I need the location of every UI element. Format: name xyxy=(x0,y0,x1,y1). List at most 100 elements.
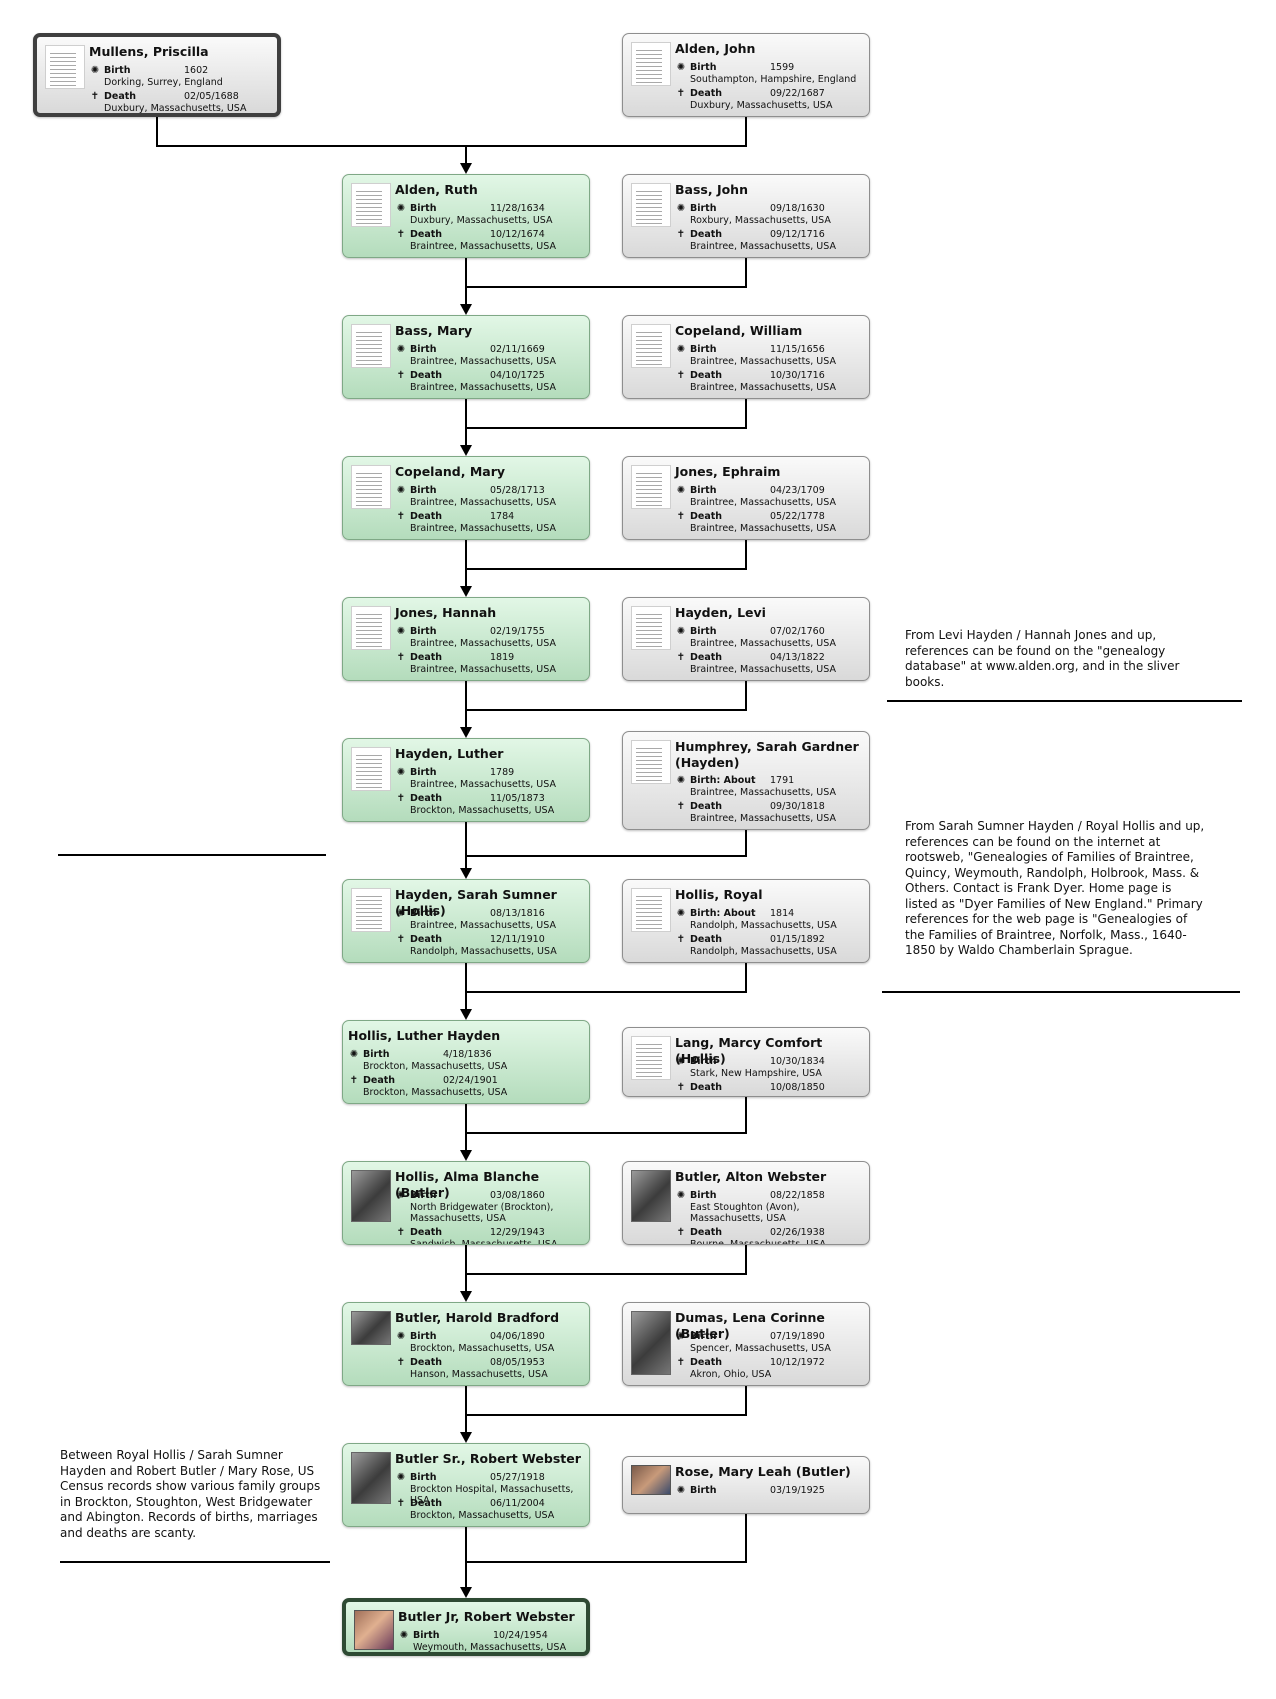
event-date: 04/23/1709 xyxy=(770,485,825,496)
birth-icon: ✺ xyxy=(399,1630,409,1641)
event-label: Death xyxy=(410,1357,443,1368)
event-date: 10/08/1850 xyxy=(770,1082,825,1093)
birth-icon: ✺ xyxy=(676,344,686,355)
document-thumbnail-icon xyxy=(351,465,391,509)
event-place: Brockton Hospital, Massachusetts, USA xyxy=(410,1484,574,1506)
event-label: Death xyxy=(410,652,443,663)
event-place: Dorking, Surrey, England xyxy=(104,77,223,88)
connector-couple-2 xyxy=(465,258,747,288)
death-icon: ✝ xyxy=(396,652,406,663)
birth-icon: ✺ xyxy=(396,344,406,355)
event-place: Duxbury, Massachusetts, USA xyxy=(410,215,553,226)
person-name: Jones, Ephraim xyxy=(675,464,781,479)
person-name: Alden, Ruth xyxy=(395,182,478,197)
event-place: Randolph, Massachusetts, USA xyxy=(690,920,837,931)
event-date: 04/13/1822 xyxy=(770,652,825,663)
event-label: Death xyxy=(690,511,723,522)
arrow-head xyxy=(460,1291,472,1302)
event-place: Stark, New Hampshire, USA xyxy=(690,1068,822,1079)
event-place: Braintree, Massachusetts, USA xyxy=(410,779,556,790)
event-date: 1791 xyxy=(770,775,795,786)
death-icon: ✝ xyxy=(396,1227,406,1238)
event-label: Death xyxy=(690,934,723,945)
person-name: Jones, Hannah xyxy=(395,605,497,620)
document-thumbnail-icon xyxy=(631,888,671,932)
person-name: Hayden, Luther xyxy=(395,746,504,761)
document-thumbnail-icon xyxy=(631,324,671,368)
death-icon: ✝ xyxy=(396,511,406,522)
event-date: 02/19/1755 xyxy=(490,626,545,637)
event-place: Braintree, Massachusetts, USA xyxy=(410,356,556,367)
event-date: 09/30/1818 xyxy=(770,801,825,812)
person-name: Butler Sr., Robert Webster xyxy=(395,1451,581,1466)
death-icon: ✝ xyxy=(396,1498,406,1509)
event-date: 1814 xyxy=(770,908,795,919)
event-label: Birth xyxy=(104,65,131,76)
document-thumbnail-icon xyxy=(351,324,391,368)
person-name: Copeland, Mary xyxy=(395,464,506,479)
event-place: Braintree, Massachusetts, USA xyxy=(690,664,836,675)
event-label: Death xyxy=(410,1227,443,1238)
event-label: Birth xyxy=(410,1190,437,1201)
person-name: Bass, Mary xyxy=(395,323,473,338)
death-icon: ✝ xyxy=(396,229,406,240)
event-label: Birth: About xyxy=(690,775,756,786)
person-card-humphrey-sarah[interactable]: Humphrey, Sarah Gardner (Hayden)✺Birth: … xyxy=(622,731,870,830)
event-date: 07/02/1760 xyxy=(770,626,825,637)
birth-icon: ✺ xyxy=(676,62,686,73)
event-place: Southampton, Hampshire, England xyxy=(690,74,857,85)
event-label: Death xyxy=(410,1498,443,1509)
event-date: 03/19/1925 xyxy=(770,1485,825,1496)
event-date: 11/15/1656 xyxy=(770,344,825,355)
event-place: Brockton, Massachusetts, USA xyxy=(410,1510,555,1521)
document-thumbnail-icon xyxy=(351,747,391,791)
arrow-head xyxy=(460,868,472,879)
person-name: Hayden, Sarah Sumner (Hollis) xyxy=(395,887,557,918)
event-label: Birth xyxy=(690,62,717,73)
event-date: 05/22/1778 xyxy=(770,511,825,522)
event-date: 05/28/1713 xyxy=(490,485,545,496)
document-thumbnail-icon xyxy=(351,888,391,932)
event-label: Death xyxy=(410,370,443,381)
event-date: 10/30/1834 xyxy=(770,1056,825,1067)
event-place: Randolph, Massachusetts, USA xyxy=(410,946,557,957)
event-place: Braintree, Massachusetts, USA xyxy=(690,638,836,649)
event-label: Death xyxy=(104,91,137,102)
note-census: Between Royal Hollis / Sarah Sumner Hayd… xyxy=(60,1448,321,1540)
event-place: Duxbury, Massachusetts, USA xyxy=(690,100,833,111)
event-label: Death xyxy=(690,370,723,381)
